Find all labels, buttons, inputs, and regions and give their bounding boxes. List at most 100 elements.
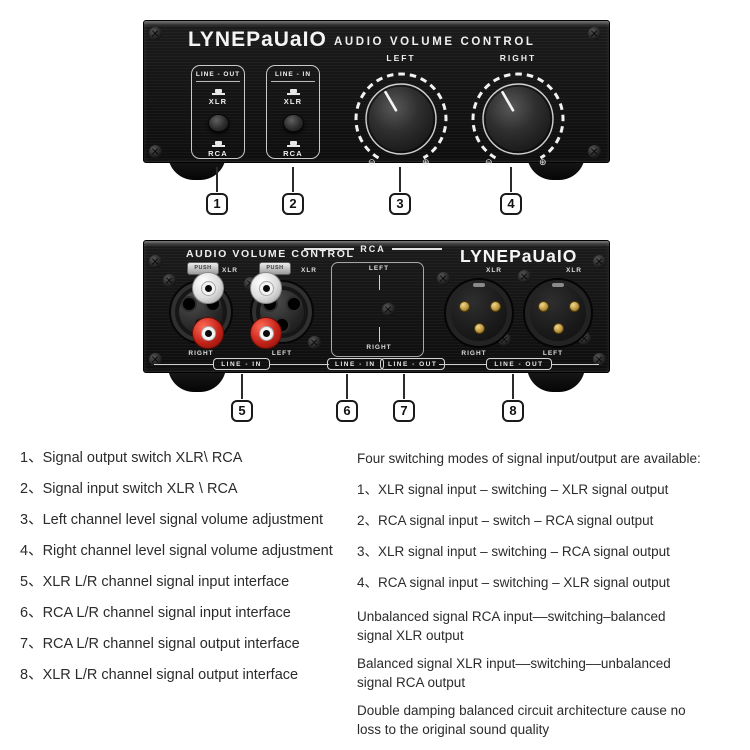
right-channel-label: RIGHT (188, 350, 214, 357)
callout-line (399, 167, 401, 192)
callout-line (292, 167, 294, 192)
list-item: 4、RCA signal input – switching – XLR sig… (357, 575, 670, 590)
latch-notch (473, 283, 485, 287)
rca-inner-ring (258, 280, 274, 296)
rca-left-label: LEFT (368, 265, 390, 272)
pointer-line (379, 275, 380, 290)
output-switch-section: LINE - OUT XLR RCA (191, 65, 245, 159)
left-knob-label: LEFT (386, 53, 416, 63)
callout-number: 4 (500, 193, 522, 215)
left-channel-label: LEFT (271, 350, 293, 357)
knob-graphic (354, 72, 448, 160)
list-item: 6、RCA L/R channel signal input interface (20, 605, 291, 621)
rule (391, 248, 442, 250)
line-out-label: LINE - OUT (195, 71, 241, 78)
list-item: 1、Signal output switch XLR\ RCA (20, 450, 243, 466)
rca-option-label: RCA (283, 149, 303, 158)
rca-inner-ring (200, 325, 216, 341)
rule (439, 363, 487, 365)
rca-hole (262, 284, 270, 292)
xlr-pin-hole (288, 298, 300, 310)
screw-icon (149, 145, 162, 158)
callout-number: 7 (393, 400, 415, 422)
list-item: 3、Left channel level signal volume adjus… (20, 512, 324, 528)
xlr-pin-hole (183, 298, 195, 310)
xlr-output-left-connector (523, 278, 593, 348)
rule (269, 363, 329, 365)
screw-icon (308, 336, 321, 349)
list-item: 3、XLR signal input – switching – RCA sig… (357, 544, 670, 559)
rca-jack-box (331, 262, 424, 357)
screw-icon (149, 27, 162, 40)
pointer-line (379, 327, 380, 342)
rca-section-header: RCA (304, 244, 442, 254)
description-paragraph: Unbalanced signal RCA input––switching–b… (357, 609, 666, 643)
callout-1: 1 (205, 167, 229, 215)
brand-logo: LYNEPaUaIO (188, 28, 327, 51)
rca-jack-white (192, 272, 224, 304)
right-volume-knob: RIGHT ⊖ ⊕ (463, 53, 573, 174)
screw-icon (149, 353, 162, 366)
rca-label: RCA (360, 244, 386, 254)
list-item: 8、XLR L/R channel signal output interfac… (20, 667, 299, 683)
xlr-gold-pin (459, 301, 470, 312)
xlr-position-icon (211, 88, 225, 95)
list-item: 5、XLR L/R channel signal input interface (20, 574, 290, 590)
callout-4: 4 (499, 167, 523, 215)
rca-position-icon (286, 141, 300, 147)
callout-number: 3 (389, 193, 411, 215)
callout-line (241, 374, 243, 399)
callout-number: 1 (206, 193, 228, 215)
callout-number: 5 (231, 400, 253, 422)
list-item: 2、Signal input switch XLR \ RCA (20, 481, 238, 497)
divider (196, 81, 240, 82)
description-paragraph: Double damping balanced circuit architec… (357, 703, 686, 737)
xlr-output-right-connector (444, 278, 514, 348)
xlr-gold-pin (474, 323, 485, 334)
callout-6: 6 (335, 374, 359, 422)
xlr-gold-pin (553, 323, 564, 334)
callout-line (403, 374, 405, 399)
callout-number: 2 (282, 193, 304, 215)
screw-icon (588, 145, 601, 158)
xlr-position-icon (286, 88, 300, 95)
callout-7: 7 (392, 374, 416, 422)
minus-symbol: ⊖ (368, 157, 376, 167)
xlr-gold-pin (490, 301, 501, 312)
modes-header: Four switching modes of signal input/out… (357, 451, 701, 466)
rca-position-icon (211, 141, 225, 147)
front-panel-photo: LYNEPaUaIO AUDIO VOLUME CONTROL LINE - O… (143, 20, 610, 167)
rca-inner-ring (258, 325, 274, 341)
callout-line (510, 167, 512, 192)
output-switch-button (207, 113, 229, 133)
plus-symbol: ⊕ (422, 157, 430, 167)
rca-hole (204, 284, 212, 292)
screw-icon (163, 274, 176, 287)
callout-line (216, 167, 218, 192)
xlr-gold-pin (569, 301, 580, 312)
line-in-label: LINE - IN (274, 71, 312, 78)
callout-5: 5 (230, 374, 254, 422)
rca-jack-red (192, 317, 224, 349)
callout-2: 2 (281, 167, 305, 215)
callout-number: 8 (502, 400, 524, 422)
rca-option-label: RCA (208, 149, 228, 158)
line-out-badge: LINE - OUT (486, 358, 552, 370)
back-panel-photo: AUDIO VOLUME CONTROL LYNEPaUaIO PUSH XLR… (143, 240, 610, 373)
xlr-option-label: XLR (283, 96, 303, 106)
minus-symbol: ⊖ (485, 157, 493, 167)
xlr-line-in-group-label: LINE - IN (154, 358, 329, 370)
rca-jack-white (250, 272, 282, 304)
input-switch-button (282, 113, 304, 133)
latch-notch (552, 283, 564, 287)
divider (271, 81, 315, 82)
screw-icon (518, 270, 531, 283)
xlr-label: XLR (486, 267, 502, 274)
rule (551, 363, 599, 365)
screw-icon (593, 255, 606, 268)
switching-modes-description: Four switching modes of signal input/out… (357, 443, 749, 739)
callout-line (346, 374, 348, 399)
callout-8: 8 (501, 374, 525, 422)
left-volume-knob: LEFT ⊖ ⊕ (346, 53, 456, 174)
